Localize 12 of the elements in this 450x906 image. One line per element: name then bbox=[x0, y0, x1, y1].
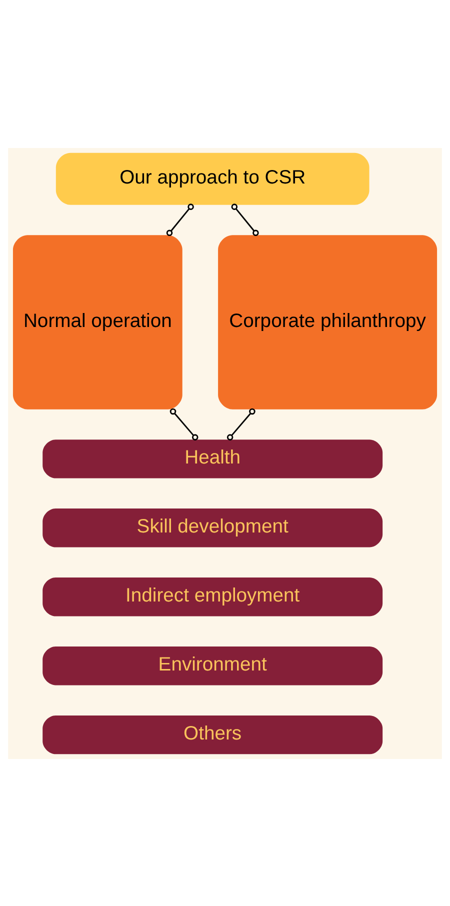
connector bbox=[226, 408, 256, 440]
node-box: Normal operation bbox=[12, 234, 182, 409]
node-box: Environment bbox=[42, 646, 383, 685]
node-box: Health bbox=[42, 439, 383, 478]
node-box: Our approach to CSR bbox=[56, 152, 370, 204]
node-box: Skill development bbox=[42, 508, 383, 547]
connector bbox=[166, 203, 194, 236]
connector bbox=[231, 203, 259, 236]
node-box: Indirect employment bbox=[42, 577, 383, 616]
node-box: Corporate philanthropy bbox=[218, 234, 438, 409]
node-box: Others bbox=[42, 714, 383, 754]
connector bbox=[170, 408, 198, 440]
